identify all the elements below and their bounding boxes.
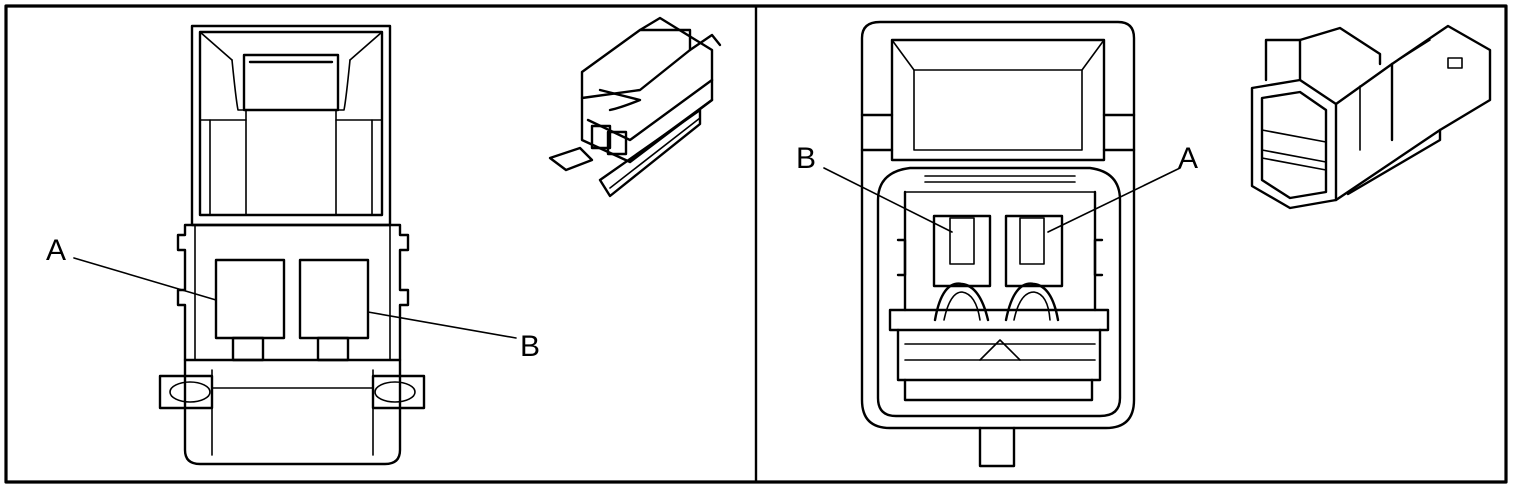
callout-b-left: B [520,330,540,363]
callout-a-leader-right [1047,167,1181,233]
callout-b-right: B [796,142,816,175]
right-connector-face [860,20,1136,468]
left-connector-iso-view [548,16,722,198]
callout-a-left: A [46,234,66,267]
callout-b-leader-left [367,311,517,339]
callout-a-right: A [1178,142,1198,175]
callout-b-leader-right [823,167,953,233]
right-connector-iso-view [1250,24,1492,210]
callout-a-leader-left [73,257,217,301]
left-connector-face [158,24,426,466]
